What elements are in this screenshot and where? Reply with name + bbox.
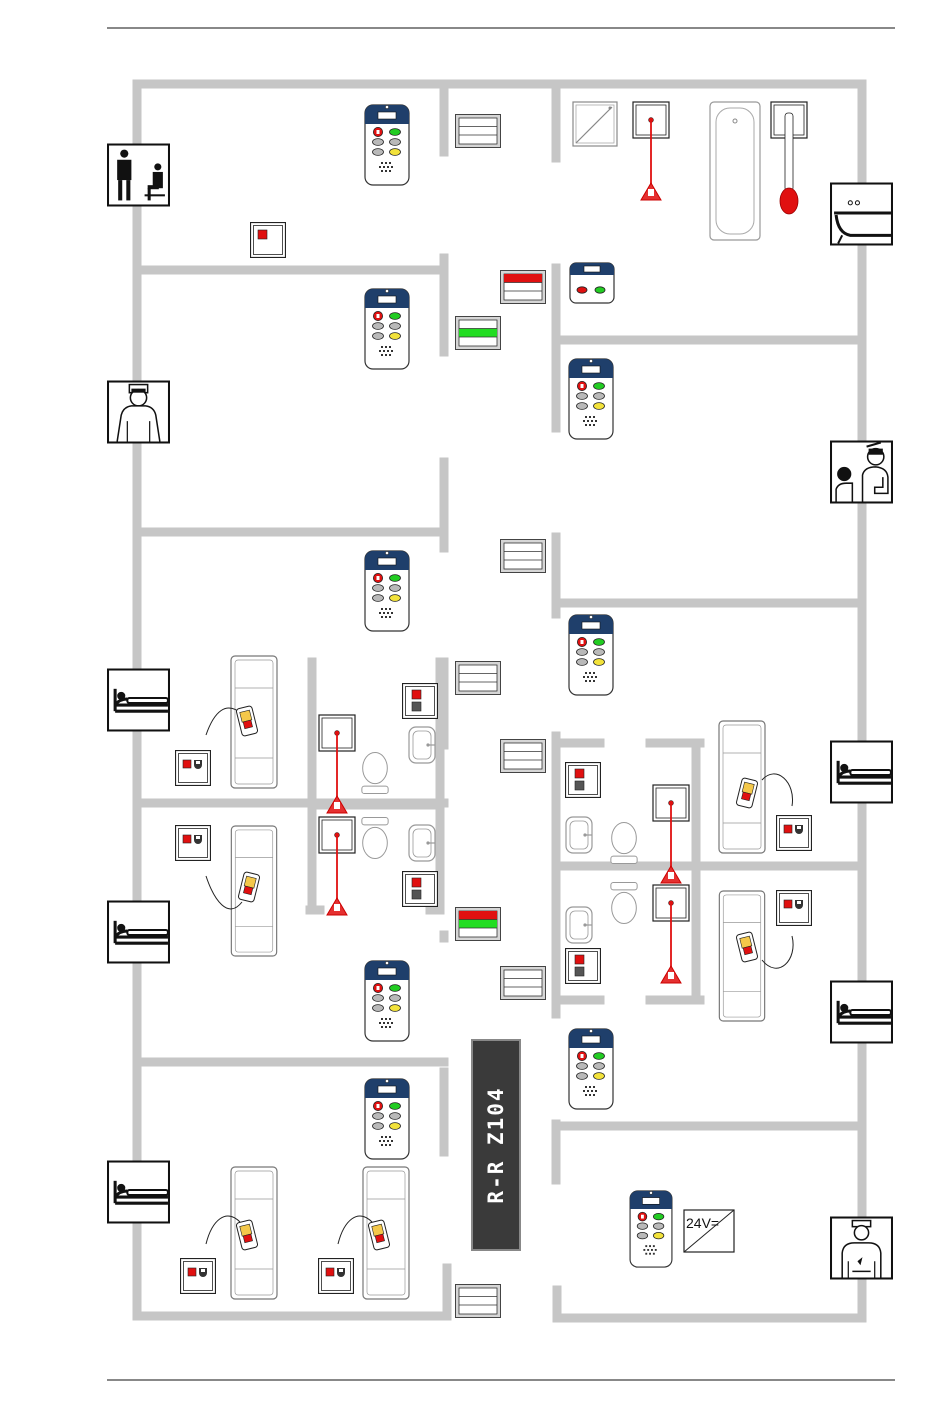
washbasin <box>566 817 592 853</box>
toilet <box>362 817 388 858</box>
washbasin <box>566 907 592 943</box>
pull-cord-switch <box>653 885 689 983</box>
corridor-lamp-presence <box>456 317 501 350</box>
room-terminal <box>365 551 409 631</box>
patient-bed-icon <box>108 670 169 731</box>
bedside-call-box <box>176 751 211 786</box>
patient-bed-icon <box>108 902 169 963</box>
doctor-patient-icon <box>831 442 892 503</box>
patient-bed-icon <box>831 982 892 1043</box>
nurse-icon <box>108 382 169 443</box>
duty-staff-icon <box>831 1218 892 1279</box>
shower-tray <box>573 102 617 146</box>
room-terminal <box>365 289 409 369</box>
bedside-call-box <box>176 826 211 861</box>
room-terminal <box>569 359 613 439</box>
washbasin <box>409 825 435 861</box>
bedside-call-box <box>319 1259 354 1294</box>
pull-cord-switch <box>633 102 669 200</box>
power-supply: 24V= <box>684 1210 734 1252</box>
wall-call-unit <box>570 263 614 303</box>
bath-pull-cord <box>771 102 807 214</box>
corridor-display: R-R Z104 <box>472 1040 520 1250</box>
pull-cord-switch <box>319 715 355 813</box>
corridor-lamp-call-presence <box>456 908 501 941</box>
room-terminal <box>365 961 409 1041</box>
bedside-call-box <box>777 891 812 926</box>
wc-call-box <box>403 872 438 907</box>
bathtub-icon <box>831 184 892 245</box>
corridor-lamp <box>501 967 546 1000</box>
visitor-icon <box>108 145 169 206</box>
pull-cord-switch <box>319 817 355 915</box>
corridor-lamp <box>456 662 501 695</box>
corridor-display-label: R-R Z104 <box>484 1086 508 1203</box>
room-terminal <box>365 105 409 185</box>
room-terminal <box>569 1029 613 1109</box>
toilet <box>611 822 637 863</box>
power-supply-label: 24V= <box>686 1215 719 1231</box>
corridor-lamp-call <box>501 271 546 304</box>
washbasin <box>409 727 435 763</box>
room-terminal <box>569 615 613 695</box>
bathtub <box>710 102 760 240</box>
bedside-call-box <box>777 816 812 851</box>
corridor-lamp <box>501 540 546 573</box>
bedside-call-box <box>181 1259 216 1294</box>
corridor-lamp <box>456 1285 501 1318</box>
call-button <box>251 223 286 258</box>
toilet <box>362 752 388 793</box>
wc-call-box <box>566 949 601 984</box>
patient-bed-icon <box>108 1162 169 1223</box>
room-terminal <box>365 1079 409 1159</box>
room-terminal <box>630 1191 672 1267</box>
toilet <box>611 882 637 923</box>
wc-call-box <box>403 684 438 719</box>
wc-call-box <box>566 763 601 798</box>
patient-bed-icon <box>831 742 892 803</box>
corridor-lamp <box>456 115 501 148</box>
corridor-lamp <box>501 740 546 773</box>
